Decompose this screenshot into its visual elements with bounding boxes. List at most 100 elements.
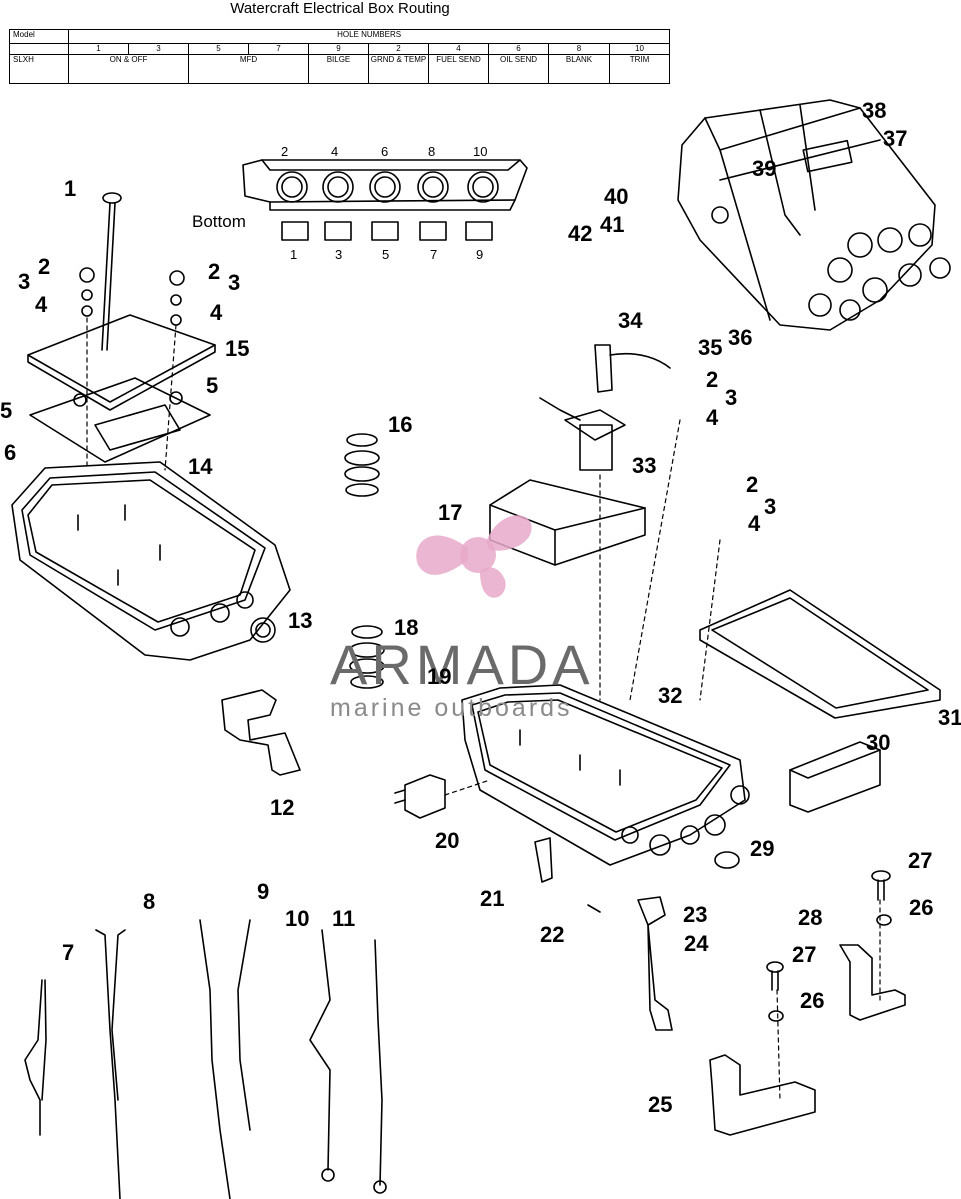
watermark-hub: [460, 537, 496, 573]
part-number-label: 4: [35, 292, 48, 317]
grommet-16-drawing: [344, 433, 380, 497]
part-number-label: 24: [684, 931, 709, 956]
routing-cell: MFD: [188, 54, 309, 84]
part-number-label: 30: [866, 730, 890, 755]
part-number-label: 22: [540, 922, 564, 947]
part-number-label: 41: [600, 212, 624, 237]
part-number-label: 3: [18, 269, 30, 294]
part-number-label: 17: [438, 500, 462, 525]
center-box-drawing: [461, 684, 750, 866]
circuit-board-drawing: [27, 314, 216, 463]
part-number-label: 37: [883, 126, 907, 151]
part-number-label: 9: [257, 879, 269, 904]
part-number-label: 27: [792, 942, 816, 967]
part-number-label: 8: [143, 889, 155, 914]
bottom-hole-label: 5: [382, 247, 389, 262]
part-number-label: 31: [938, 705, 961, 730]
routing-cell: OIL SEND: [488, 54, 549, 84]
part-number-label: 14: [188, 454, 213, 479]
part-number-label: 36: [728, 325, 752, 350]
watermark-blade: [416, 535, 468, 575]
part-number-label: 35: [698, 335, 722, 360]
part-number-label: 26: [800, 988, 824, 1013]
cap-29-drawing: [714, 851, 740, 869]
washers-left-drawing: [73, 267, 185, 407]
part-number-label: 34: [618, 308, 643, 333]
hole-routing-table: Model HOLE NUMBERS 1 3 5 7 9 2 4 6 8 10 …: [9, 29, 671, 84]
switch-20-drawing: [394, 774, 446, 819]
part-number-label: 39: [752, 156, 776, 181]
top-hole-label: 4: [331, 144, 338, 159]
bottom-hole-label: 1: [290, 247, 297, 262]
bracket-28-drawing: [839, 944, 906, 1021]
bracket-12-drawing: [221, 689, 301, 776]
part-number-label: 2: [746, 472, 758, 497]
bottom-view-label: Bottom: [192, 212, 246, 231]
bottom-view-drawing: [242, 159, 528, 241]
part-callouts: 1 2 3 4 2 3 4 15 5 5 6 14 16 13 18 17 19…: [0, 98, 961, 1117]
part-number-label: 33: [632, 453, 656, 478]
part-number-label: 3: [764, 494, 776, 519]
bottom-view-labels: Bottom 2 4 6 8 10 1 3 5 7 9: [192, 144, 487, 262]
part-number-label: 7: [62, 940, 74, 965]
top-hole-label: 10: [473, 144, 487, 159]
part-number-label: 29: [750, 836, 774, 861]
clip-21-drawing: [534, 837, 601, 913]
bracket-25-drawing: [709, 1054, 816, 1136]
watermark-blade: [480, 567, 506, 598]
routing-cell: FUEL SEND: [428, 54, 489, 84]
part-number-label: 4: [706, 405, 719, 430]
part-number-label: 10: [285, 906, 309, 931]
routing-cell: GRND & TEMP: [368, 54, 429, 84]
assembled-box-drawing: [677, 99, 951, 331]
watermark-tagline: marine outboards: [330, 694, 573, 722]
part-number-label: 3: [725, 385, 737, 410]
part-number-label: 23: [683, 902, 707, 927]
part-number-label: 5: [206, 373, 218, 398]
bottom-hole-label: 7: [430, 247, 437, 262]
model-name-cell: SLXH: [9, 54, 69, 84]
part-number-label: 25: [648, 1092, 672, 1117]
top-hole-label: 2: [281, 144, 288, 159]
screw-1-drawing: [101, 192, 122, 351]
part-number-label: 26: [909, 895, 933, 920]
left-box-drawing: [11, 461, 291, 661]
part-number-label: 2: [38, 254, 50, 279]
part-30-drawing: [789, 741, 881, 813]
part-number-label: 1: [64, 176, 76, 201]
part-number-label: 28: [798, 905, 822, 930]
routing-cell: TRIM: [608, 54, 671, 84]
part-number-label: 5: [0, 398, 12, 423]
part-number-label: 4: [210, 300, 223, 325]
routing-cell: BLANK: [548, 54, 610, 84]
part-number-label: 42: [568, 221, 592, 246]
part-number-label: 11: [332, 906, 355, 931]
part-number-label: 13: [288, 608, 312, 633]
part-number-label: 21: [480, 886, 504, 911]
top-hole-label: 6: [381, 144, 388, 159]
gasket-31-drawing: [699, 589, 941, 719]
part-number-label: 16: [388, 412, 412, 437]
top-hole-label: 8: [428, 144, 435, 159]
screws-27-drawing: [766, 870, 892, 1022]
routing-cell: BILGE: [308, 54, 369, 84]
part-number-label: 2: [706, 367, 718, 392]
strap-drawing: [637, 896, 673, 1031]
leader-lines: [86, 317, 881, 1101]
part-number-label: 2: [208, 259, 220, 284]
part-number-label: 20: [435, 828, 459, 853]
part-number-label: 19: [427, 664, 451, 689]
part-number-label: 4: [748, 511, 761, 536]
watermark-logo: ARMADA marine outboards: [330, 515, 590, 722]
part-number-label: 38: [862, 98, 886, 123]
part-number-label: 18: [394, 615, 418, 640]
solenoid-drawing: [539, 344, 671, 471]
diagram-title: Watercraft Electrical Box Routing: [230, 0, 450, 17]
part-number-label: 6: [4, 440, 16, 465]
part-number-label: 3: [228, 270, 240, 295]
part-number-label: 15: [225, 336, 249, 361]
part-number-label: 27: [908, 848, 932, 873]
part-number-label: 12: [270, 795, 294, 820]
